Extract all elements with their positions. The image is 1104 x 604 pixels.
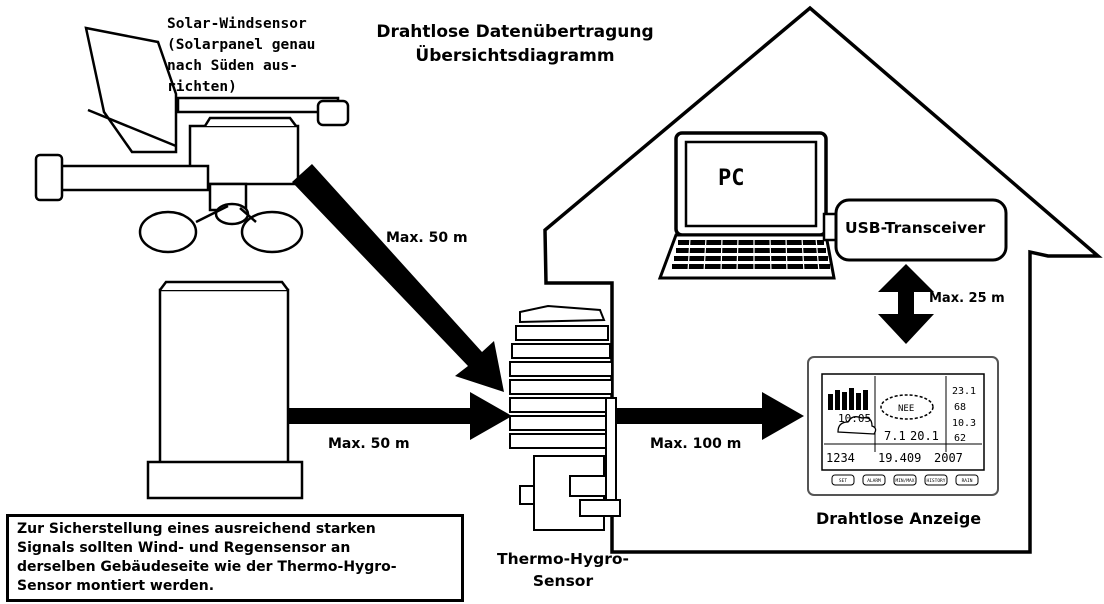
rain-bar-graph [828,388,868,410]
display-button-label: HISTORY [927,478,946,484]
display-wind-direction: NEE [898,404,914,414]
display-readings: 10:05 NEE 23.1 68 10.3 62 7.1 20.1 1234 … [826,386,976,484]
placement-note: Zur Sicherstellung eines ausreichend sta… [6,514,464,602]
arrow-rain-to-thermo [288,392,512,440]
display-value-3: 10.3 [952,418,976,429]
display-value-4: 62 [954,433,966,444]
display-time: 10:05 [838,412,871,425]
distance-label-rain: Max. 50 m [328,436,410,452]
display-temp-1: 7.1 [884,429,906,443]
rain-sensor-icon [146,280,304,500]
wind-compass [880,394,934,420]
thermo-hygro-sensor-label: Thermo-Hygro- Sensor [497,550,629,590]
arrow-display-usb [878,264,934,344]
display-value-2: 68 [954,402,966,413]
wireless-display-icon [807,356,999,496]
display-button-label: MIN/MAX [896,478,915,484]
arrow-thermo-to-display [616,392,804,440]
display-temp-2: 20.1 [910,429,939,443]
keyboard-keys [672,240,830,269]
arrow-wind-to-thermo [292,164,504,392]
display-buttons [831,474,979,486]
laptop-pc-icon [657,131,836,280]
display-button-label: ALARM [867,478,881,484]
distance-label-display: Max. 100 m [650,436,742,452]
pc-label: PC [718,166,745,191]
solar-wind-sensor-icon [34,26,350,254]
distance-label-usb: Max. 25 m [929,291,1005,306]
house-outline [543,5,1103,554]
wireless-display-label: Drahtlose Anzeige [816,509,982,528]
usb-transceiver-label: USB-Transceiver [845,219,986,237]
display-bottom-1: 1234 [826,451,855,465]
distance-label-wind: Max. 50 m [386,230,468,246]
usb-transceiver-box [834,198,1008,262]
display-button-label: SET [839,478,847,484]
diagram-title: Drahtlose Datenübertragung Übersichtsdia… [376,22,654,66]
display-button-label: RAIN [962,478,973,484]
solar-wind-sensor-label: Solar-Windsensor (Solarpanel genau nach … [167,16,316,95]
display-bottom-3: 2007 [934,451,963,465]
weather-cloud [837,416,877,435]
thermo-hygro-sensor-icon [509,304,621,531]
display-value-1: 23.1 [952,386,976,397]
display-bottom-2: 19.409 [878,451,921,465]
